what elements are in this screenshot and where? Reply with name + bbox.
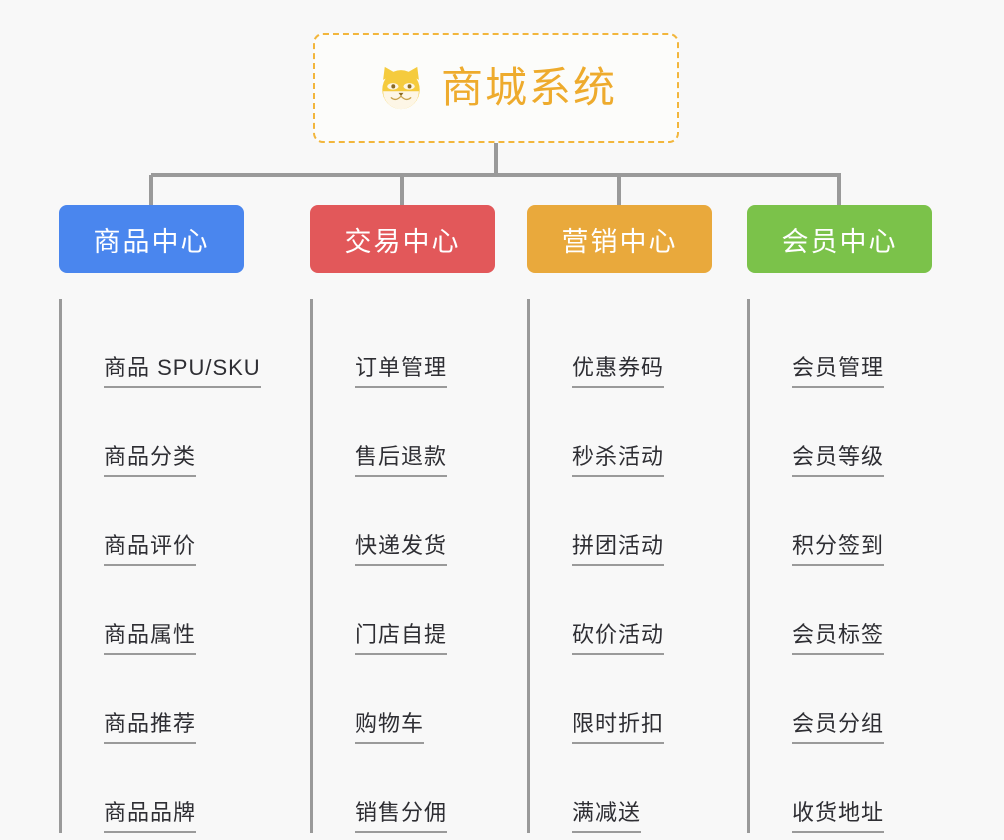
leaf-label: 会员等级 bbox=[792, 443, 885, 477]
leaf-label: 商品推荐 bbox=[104, 710, 197, 744]
leaf-label: 销售分佣 bbox=[355, 799, 448, 833]
leaf-item[interactable]: 商品分类 bbox=[76, 388, 244, 477]
leaf-label: 优惠券码 bbox=[572, 354, 665, 388]
leaf-list: 会员管理会员等级积分签到会员标签会员分组收货地址 bbox=[747, 299, 932, 833]
leaf-item[interactable]: 会员分组 bbox=[764, 655, 932, 744]
leaf-list: 优惠券码秒杀活动拼团活动砍价活动限时折扣满减送 bbox=[527, 299, 712, 833]
leaf-label: 积分签到 bbox=[792, 532, 885, 566]
leaf-item[interactable]: 商品属性 bbox=[76, 566, 244, 655]
leaf-list: 订单管理售后退款快递发货门店自提购物车销售分佣 bbox=[310, 299, 495, 833]
leaf-item[interactable]: 会员管理 bbox=[764, 299, 932, 388]
leaf-item[interactable]: 门店自提 bbox=[327, 566, 495, 655]
category-box-0[interactable]: 商品中心 bbox=[59, 205, 244, 273]
leaf-item[interactable]: 会员等级 bbox=[764, 388, 932, 477]
root-title: 商城系统 bbox=[440, 64, 617, 111]
category-label: 商品中心 bbox=[93, 226, 210, 257]
leaf-item[interactable]: 收货地址 bbox=[764, 744, 932, 833]
leaf-item[interactable]: 商品 SPU/SKU bbox=[76, 299, 261, 388]
category-label: 交易中心 bbox=[344, 226, 461, 257]
leaf-label: 门店自提 bbox=[355, 621, 448, 655]
leaf-label: 商品分类 bbox=[104, 443, 197, 477]
shiba-dog-face-icon bbox=[382, 66, 420, 110]
leaf-item[interactable]: 销售分佣 bbox=[327, 744, 495, 833]
leaf-label: 秒杀活动 bbox=[572, 443, 665, 477]
leaf-item[interactable]: 购物车 bbox=[327, 655, 495, 744]
branch-column-0: 商品中心商品 SPU/SKU 商品分类商品评价商品属性商品推荐商品品牌 bbox=[59, 205, 261, 833]
leaf-item[interactable]: 砍价活动 bbox=[544, 566, 712, 655]
leaf-item[interactable]: 快递发货 bbox=[327, 477, 495, 566]
leaf-label: 满减送 bbox=[572, 799, 642, 833]
leaf-label: 会员分组 bbox=[792, 710, 885, 744]
branch-column-1: 交易中心订单管理售后退款快递发货门店自提购物车销售分佣 bbox=[310, 205, 495, 833]
branch-column-3: 会员中心会员管理会员等级积分签到会员标签会员分组收货地址 bbox=[747, 205, 932, 833]
leaf-label: 会员标签 bbox=[792, 621, 885, 655]
leaf-label: 订单管理 bbox=[355, 354, 448, 388]
category-label: 会员中心 bbox=[781, 226, 898, 257]
leaf-label: 商品属性 bbox=[104, 621, 197, 655]
leaf-label: 商品评价 bbox=[104, 532, 197, 566]
leaf-label: 会员管理 bbox=[792, 354, 885, 388]
leaf-label: 商品品牌 bbox=[104, 799, 197, 833]
leaf-label: 限时折扣 bbox=[572, 710, 665, 744]
leaf-item[interactable]: 优惠券码 bbox=[544, 299, 712, 388]
leaf-label: 售后退款 bbox=[355, 443, 448, 477]
leaf-item[interactable]: 满减送 bbox=[544, 744, 712, 833]
category-label: 营销中心 bbox=[561, 226, 678, 257]
leaf-item[interactable]: 积分签到 bbox=[764, 477, 932, 566]
leaf-item[interactable]: 限时折扣 bbox=[544, 655, 712, 744]
branch-column-2: 营销中心优惠券码秒杀活动拼团活动砍价活动限时折扣满减送 bbox=[527, 205, 712, 833]
leaf-item[interactable]: 秒杀活动 bbox=[544, 388, 712, 477]
leaf-label: 购物车 bbox=[355, 710, 425, 744]
leaf-label: 收货地址 bbox=[792, 799, 885, 833]
leaf-list: 商品 SPU/SKU 商品分类商品评价商品属性商品推荐商品品牌 bbox=[59, 299, 261, 833]
leaf-label: 拼团活动 bbox=[572, 532, 665, 566]
category-box-3[interactable]: 会员中心 bbox=[747, 205, 932, 273]
leaf-label: 快递发货 bbox=[355, 532, 448, 566]
leaf-item[interactable]: 商品评价 bbox=[76, 477, 244, 566]
leaf-item[interactable]: 商品推荐 bbox=[76, 655, 244, 744]
root-node[interactable]: 商城系统 bbox=[313, 33, 679, 143]
leaf-item[interactable]: 会员标签 bbox=[764, 566, 932, 655]
leaf-label: 砍价活动 bbox=[572, 621, 665, 655]
leaf-label: 商品 SPU/SKU bbox=[104, 354, 261, 388]
category-box-1[interactable]: 交易中心 bbox=[310, 205, 495, 273]
leaf-item[interactable]: 拼团活动 bbox=[544, 477, 712, 566]
leaf-item[interactable]: 商品品牌 bbox=[76, 744, 244, 833]
leaf-item[interactable]: 售后退款 bbox=[327, 388, 495, 477]
category-box-2[interactable]: 营销中心 bbox=[527, 205, 712, 273]
leaf-item[interactable]: 订单管理 bbox=[327, 299, 495, 388]
